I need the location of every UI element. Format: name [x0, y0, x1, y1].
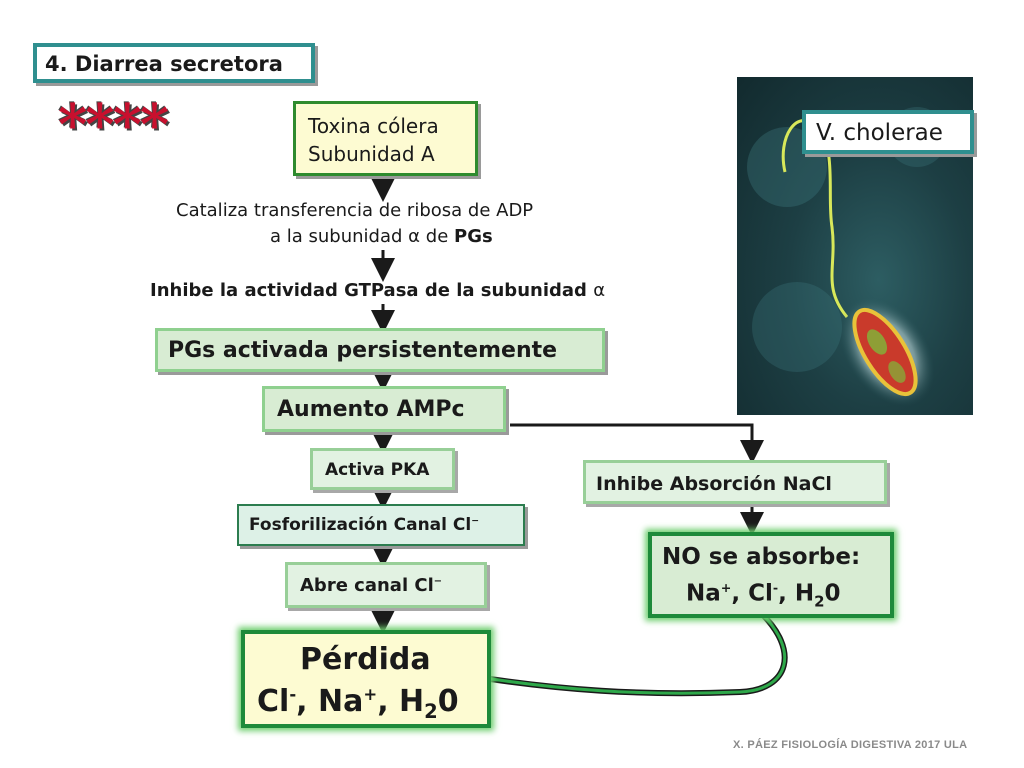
opens-sup: − [433, 576, 443, 587]
catalyze-line1: Cataliza transferencia de ribosa de ADP [176, 200, 534, 221]
no-absorb-h-sub: 2 [814, 592, 825, 611]
loss-h-sub: 2 [424, 700, 438, 723]
inhibit-gtpase-text: Inhibe la actividad GTPasa de la subunid… [150, 280, 587, 301]
flagellum [781, 119, 849, 318]
phospho-box: Fosforilización Canal Cl− [237, 504, 525, 546]
catalyze-line2-mid: de [425, 226, 449, 247]
footer-credit: X. PÁEZ FISIOLOGÍA DIGESTIVA 2017 ULA [733, 739, 968, 751]
no-absorb-na-charge: + [720, 580, 732, 595]
loss-sep-1: , [296, 684, 319, 719]
no-absorb-na: Na [686, 580, 721, 607]
loss-na-charge: + [363, 685, 378, 704]
pka-text: Activa PKA [325, 460, 430, 480]
loss-cl: Cl [257, 684, 290, 719]
opens-text: Abre canal Cl− [300, 575, 442, 596]
opens-label: Abre canal Cl [300, 575, 434, 596]
no-absorb-zero: 0 [824, 580, 841, 607]
opens-box: Abre canal Cl− [285, 562, 487, 608]
no-absorb-sep-1: , [731, 580, 749, 607]
toxin-line2: Subunidad A [308, 142, 435, 166]
loss-h: H [399, 684, 425, 719]
loss-line1: Pérdida [300, 642, 431, 677]
inhibit-nacl-box: Inhibe Absorción NaCl [583, 460, 887, 504]
catalyze-line2-pre: a la subunidad [270, 226, 403, 247]
loss-line2: Cl-, Na+, H20 [257, 684, 459, 723]
pka-box: Activa PKA [310, 448, 455, 490]
no-absorb-line1: NO se absorbe: [662, 544, 861, 570]
pgs-active-box: PGs activada persistentemente [155, 328, 605, 372]
section-title-box: 4. Diarrea secretora [33, 43, 315, 83]
pgs-active-text: PGs activada persistentemente [168, 338, 558, 363]
phospho-label: Fosforilización Canal Cl [249, 515, 472, 535]
no-absorb-h: H [794, 580, 815, 607]
no-absorb-line2: Na+, Cl-, H20 [686, 580, 841, 610]
catalyze-line2: a la subunidad α de PGs [270, 226, 493, 247]
stars-mark: **** [58, 92, 169, 158]
toxin-box: Toxina cólera Subunidad A [293, 101, 478, 176]
phospho-text: Fosforilización Canal Cl− [249, 515, 479, 535]
ampc-text: Aumento AMPc [277, 397, 465, 422]
inhibit-nacl-text: Inhibe Absorción NaCl [596, 473, 832, 495]
loss-sep-2: , [377, 684, 400, 719]
vibrio-cholerae-image [737, 77, 973, 415]
arrow-ampc-to-nacl [510, 423, 764, 464]
section-title: 4. Diarrea secretora [45, 52, 283, 76]
ampc-box: Aumento AMPc [262, 386, 506, 432]
alpha-symbol: α [408, 226, 421, 247]
no-absorb-sep-2: , [778, 580, 795, 607]
vibrio-label-box: V. cholerae [802, 110, 974, 154]
phospho-sup: − [471, 515, 480, 527]
alpha-symbol: α [593, 280, 606, 301]
toxin-line1: Toxina cólera [308, 114, 439, 138]
no-absorb-cl: Cl [748, 580, 773, 607]
loss-box: Pérdida Cl-, Na+, H20 [241, 630, 491, 728]
vibrio-label: V. cholerae [816, 120, 943, 146]
loss-na: Na [318, 684, 364, 719]
catalyze-line2-bold: PGs [454, 226, 493, 247]
no-absorb-box: NO se absorbe: Na+, Cl-, H20 [648, 532, 894, 618]
no-absorb-cl-charge: - [772, 580, 779, 595]
inhibit-gtpase: Inhibe la actividad GTPasa de la subunid… [150, 280, 605, 301]
loss-zero: 0 [437, 684, 459, 719]
loss-cl-charge: - [289, 685, 297, 704]
